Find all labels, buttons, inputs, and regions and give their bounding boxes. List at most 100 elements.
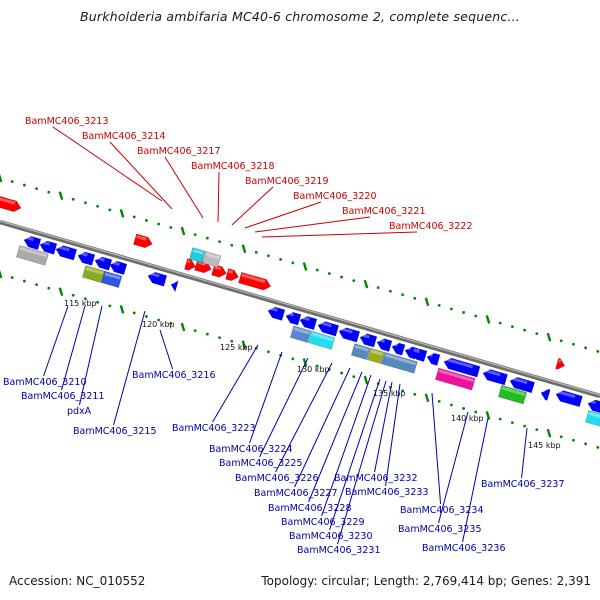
scale-tick-minor bbox=[462, 407, 465, 410]
gene-rev-2 bbox=[39, 240, 58, 255]
scale-tick-minor bbox=[84, 297, 87, 301]
map-title: Burkholderia ambifaria MC40-6 chromosome… bbox=[80, 9, 520, 24]
scale-tick-major bbox=[180, 226, 186, 236]
gene-rev-19 bbox=[426, 352, 441, 366]
gene-fwd-2-shine bbox=[136, 235, 147, 241]
forward-gene-label: BamMC406_3219 bbox=[245, 176, 328, 187]
scale-tick-minor bbox=[230, 339, 234, 343]
gene-fwd-2 bbox=[133, 233, 153, 249]
scale-label: 125 kbp bbox=[220, 343, 253, 352]
gene-box-magenta-1-shape bbox=[434, 367, 476, 391]
scale-tick-minor bbox=[10, 276, 14, 279]
gene-rev-18 bbox=[411, 348, 428, 363]
scale-tick-minor bbox=[572, 438, 575, 442]
gene-box-olive-1 bbox=[81, 265, 106, 284]
scale-tick-minor bbox=[450, 403, 453, 407]
gene-rev-25-shape bbox=[587, 399, 600, 414]
scale-tick-minor bbox=[157, 318, 161, 322]
gene-rev-18-shape bbox=[411, 348, 428, 363]
gene-box-cyan-3 bbox=[584, 410, 600, 427]
scale-tick-minor bbox=[498, 321, 502, 325]
gene-rev-7-shine bbox=[149, 271, 160, 278]
gene-rev-11-shine bbox=[301, 315, 310, 322]
scale-tick-minor bbox=[47, 190, 51, 194]
reverse-gene-label: BamMC406_3225 bbox=[219, 458, 302, 469]
leader-line bbox=[521, 427, 528, 479]
gene-fwd-8-shine bbox=[558, 359, 562, 363]
reverse-gene-label: BamMC406_3231 bbox=[297, 545, 380, 556]
gene-box-steel-3-shape bbox=[380, 351, 418, 374]
gene-rev-11 bbox=[299, 315, 318, 331]
scale-tick-minor bbox=[267, 350, 270, 354]
gene-box-gray-1 bbox=[201, 251, 222, 268]
scale-tick-minor bbox=[401, 389, 404, 393]
gene-rev-24-shine bbox=[557, 390, 576, 399]
gene-fwd-3-shine bbox=[187, 259, 191, 264]
scale-tick-major bbox=[363, 279, 369, 289]
forward-gene-label: BamMC406_3213 bbox=[25, 116, 108, 127]
leader-line bbox=[308, 371, 363, 503]
genome-backbone-highlight bbox=[0, 220, 600, 396]
gene-fwd-6-shape bbox=[225, 268, 239, 282]
gene-rev-8-shape bbox=[170, 280, 179, 293]
scale-label: 115 kbp bbox=[64, 299, 97, 308]
gene-fwd-7-shape bbox=[238, 271, 272, 291]
scale-tick-minor bbox=[328, 272, 331, 275]
gene-rev-18-shine bbox=[413, 348, 420, 353]
gene-fwd-1 bbox=[0, 195, 22, 213]
gene-rev-8 bbox=[170, 280, 179, 293]
scale-tick-minor bbox=[254, 250, 258, 254]
leader-line bbox=[431, 392, 442, 505]
gene-rev-21-shine bbox=[484, 369, 501, 377]
scale-tick-minor bbox=[498, 417, 502, 421]
scale-tick-minor bbox=[291, 261, 295, 265]
gene-box-green-1-shape bbox=[497, 384, 528, 405]
gene-rev-5-shape bbox=[94, 256, 113, 271]
scale-tick-minor bbox=[132, 215, 136, 219]
gene-rev-19-shine bbox=[428, 352, 434, 357]
gene-box-olive-2 bbox=[366, 347, 385, 365]
leader-line bbox=[259, 357, 309, 458]
gene-fwd-8 bbox=[555, 357, 566, 370]
forward-gene-label: BamMC406_3218 bbox=[191, 161, 274, 172]
gene-rev-13-shine bbox=[340, 327, 353, 334]
gene-rev-14 bbox=[359, 333, 378, 348]
reverse-gene-label: BamMC406_3229 bbox=[281, 517, 364, 528]
reverse-gene-label: BamMC406_3236 bbox=[422, 543, 505, 554]
gene-rev-15-shine bbox=[378, 338, 385, 343]
reverse-gene-label: BamMC406_3210 bbox=[3, 377, 86, 388]
gene-rev-4-shine bbox=[79, 251, 88, 257]
gene-box-magenta-1-shine bbox=[438, 369, 474, 383]
leader-line bbox=[385, 383, 401, 487]
gene-rev-4 bbox=[77, 251, 96, 266]
gene-rev-23-shine bbox=[542, 388, 546, 393]
gene-box-steel-2-shine bbox=[354, 344, 369, 352]
scale-tick-minor bbox=[389, 289, 392, 293]
forward-gene-label: BamMC406_3222 bbox=[389, 221, 472, 232]
gene-rev-7-shape bbox=[147, 271, 168, 287]
gene-rev-22-shape bbox=[509, 376, 535, 394]
gene-rev-12-shape bbox=[317, 321, 340, 337]
scale-tick-minor bbox=[437, 399, 441, 403]
reverse-gene-label: BamMC406_3237 bbox=[481, 479, 564, 490]
leader-line bbox=[109, 141, 173, 210]
leader-line bbox=[275, 362, 333, 473]
forward-gene-label: BamMC406_3220 bbox=[293, 191, 376, 202]
leader-line bbox=[78, 305, 103, 406]
leader-line bbox=[254, 216, 371, 233]
scale-tick-minor bbox=[352, 279, 356, 283]
gene-rev-7 bbox=[147, 271, 168, 287]
reverse-gene-label: BamMC406_3211 bbox=[21, 391, 104, 402]
scale-tick-minor bbox=[584, 346, 587, 350]
scale-tick-minor bbox=[35, 283, 38, 287]
scale-tick-minor bbox=[145, 315, 148, 318]
forward-gene-label: BamMC406_3217 bbox=[137, 146, 220, 157]
gene-rev-6 bbox=[109, 260, 128, 276]
reverse-gene-label: BamMC406_3226 bbox=[235, 473, 318, 484]
gene-rev-14-shine bbox=[361, 333, 370, 339]
reverse-gene-label: BamMC406_3224 bbox=[209, 444, 292, 455]
leader-line bbox=[438, 411, 469, 524]
gene-box-olive-2-shine bbox=[370, 349, 383, 356]
scale-tick-minor bbox=[462, 311, 465, 314]
